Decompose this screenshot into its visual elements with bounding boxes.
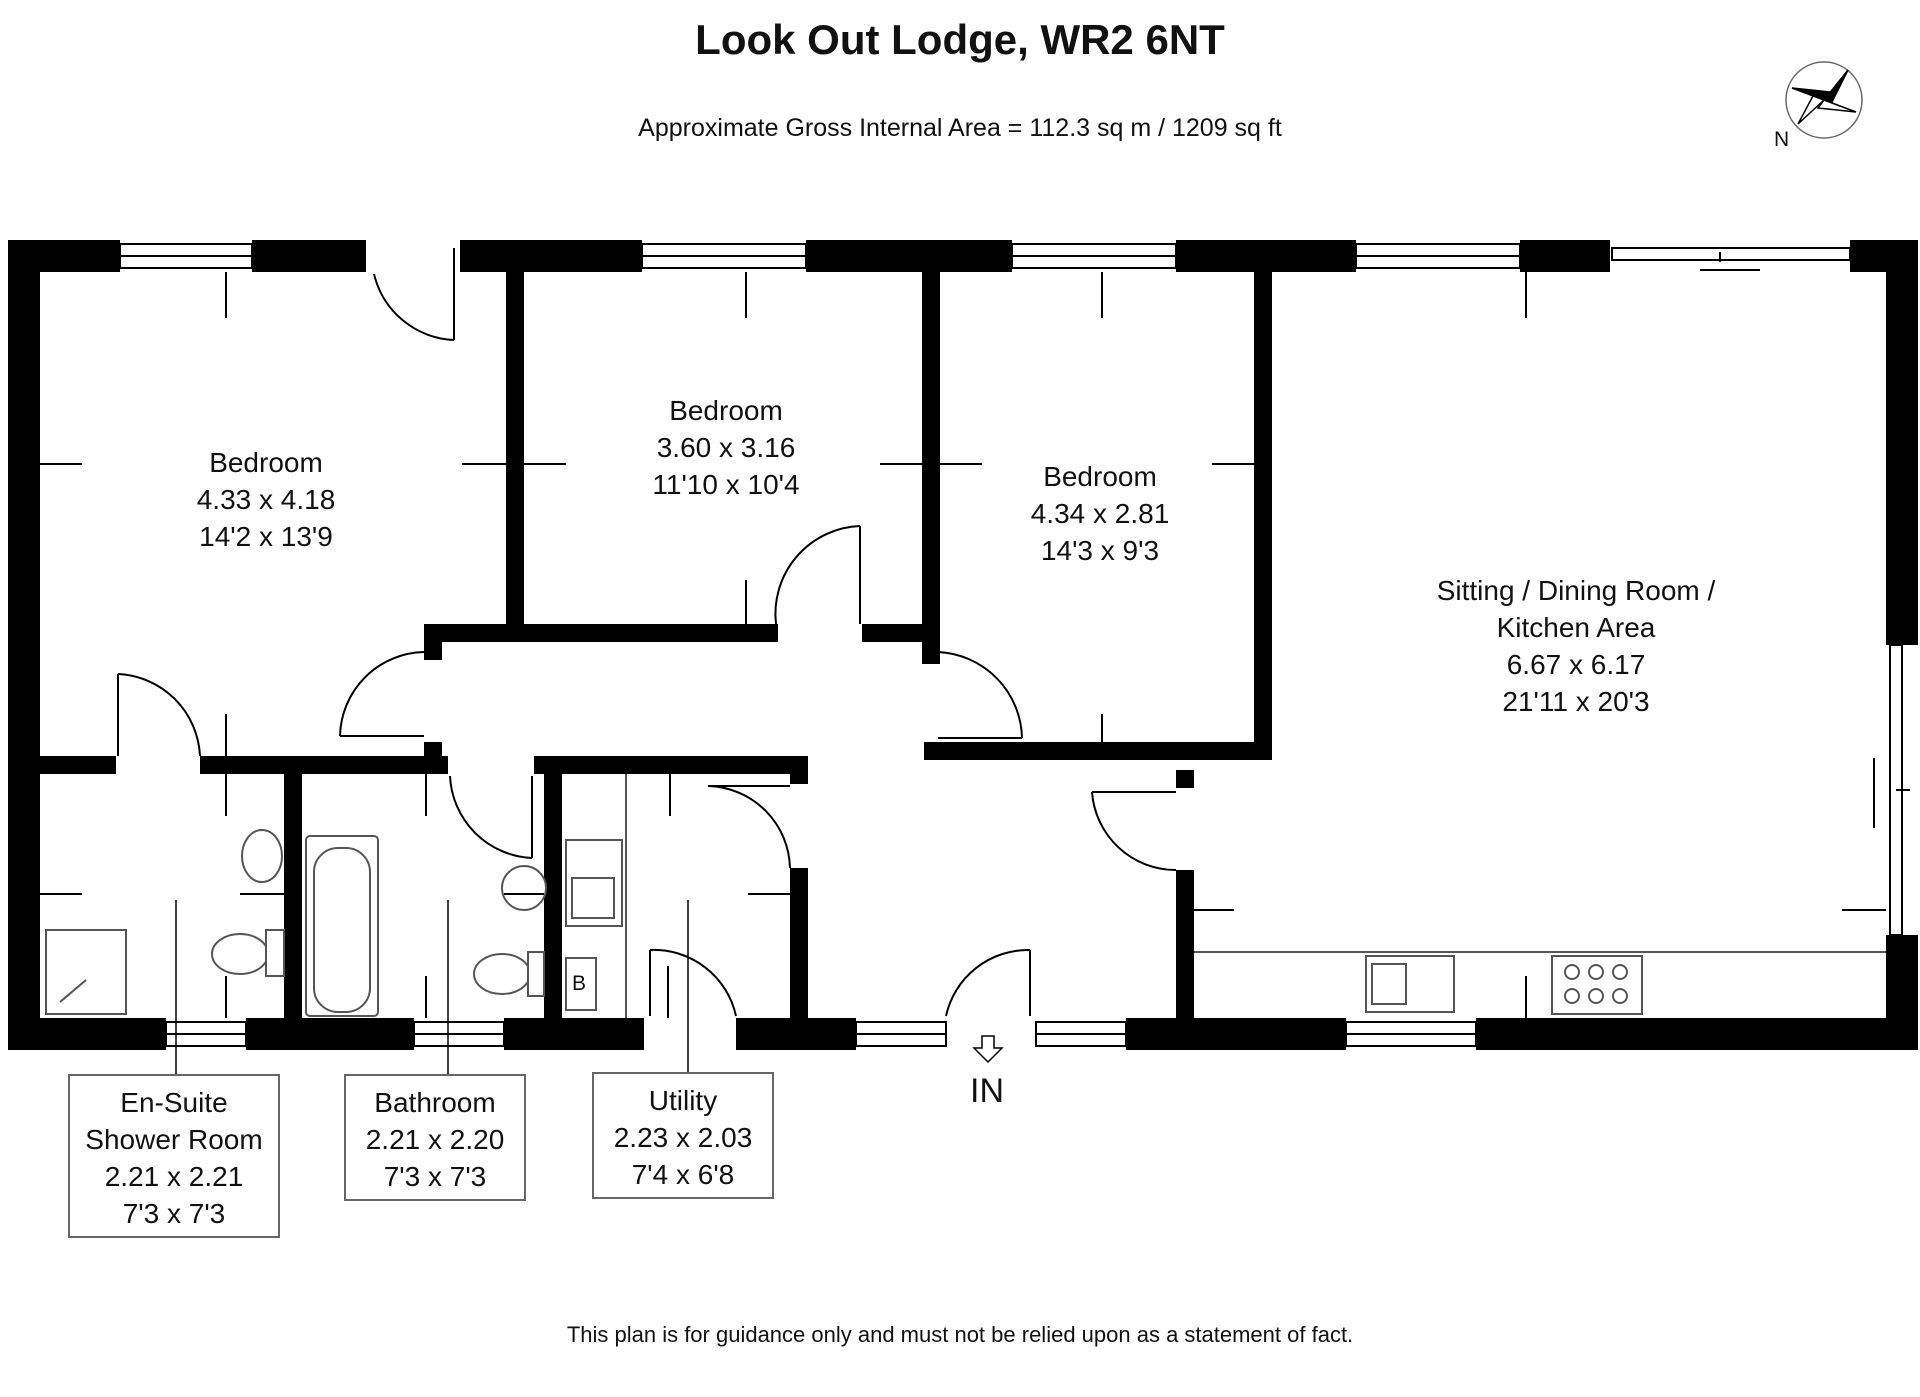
toilet-icon [473,953,531,995]
basin-icon [241,829,283,883]
room-label-bedroom-3: Bedroom 4.34 x 2.81 14'3 x 9'3 [1030,461,1170,566]
leader-lines [175,900,689,1074]
toilet-icon [211,933,269,975]
room-label-bathroom: Bathroom 2.21 x 2.20 7'3 x 7'3 [344,1074,526,1201]
doors [117,248,1177,1017]
entrance-label: IN [970,1072,1004,1110]
room-label-bedroom-2: Bedroom 3.60 x 3.16 11'10 x 10'4 [652,395,800,500]
room-label-ensuite: En-Suite Shower Room 2.21 x 2.21 7'3 x 7… [68,1074,280,1238]
shower-tray-icon [45,929,127,1015]
boiler-label: B [572,972,587,995]
plan-title: Look Out Lodge, WR2 6NT [695,16,1225,63]
walls [8,240,1918,1050]
room-label-sitting-dining-kitchen: Sitting / Dining Room / Kitchen Area 6.6… [1436,575,1716,717]
entrance-arrow-icon [972,1035,1004,1064]
disclaimer-text: This plan is for guidance only and must … [566,1322,1354,1347]
dimension-arrows [40,269,1886,1018]
fixtures [45,774,1886,1018]
windows [119,243,1910,1047]
room-label-utility: Utility 2.23 x 2.03 7'4 x 6'8 [592,1072,774,1199]
room-label-bedroom-1: Bedroom 4.33 x 4.18 14'2 x 13'9 [196,447,336,552]
boiler-icon [565,957,597,1011]
basin-icon [501,865,547,911]
north-label: N [1774,128,1790,151]
compass-rose-icon [1785,61,1863,139]
gross-area-text: Approximate Gross Internal Area = 112.3 … [638,114,1282,142]
